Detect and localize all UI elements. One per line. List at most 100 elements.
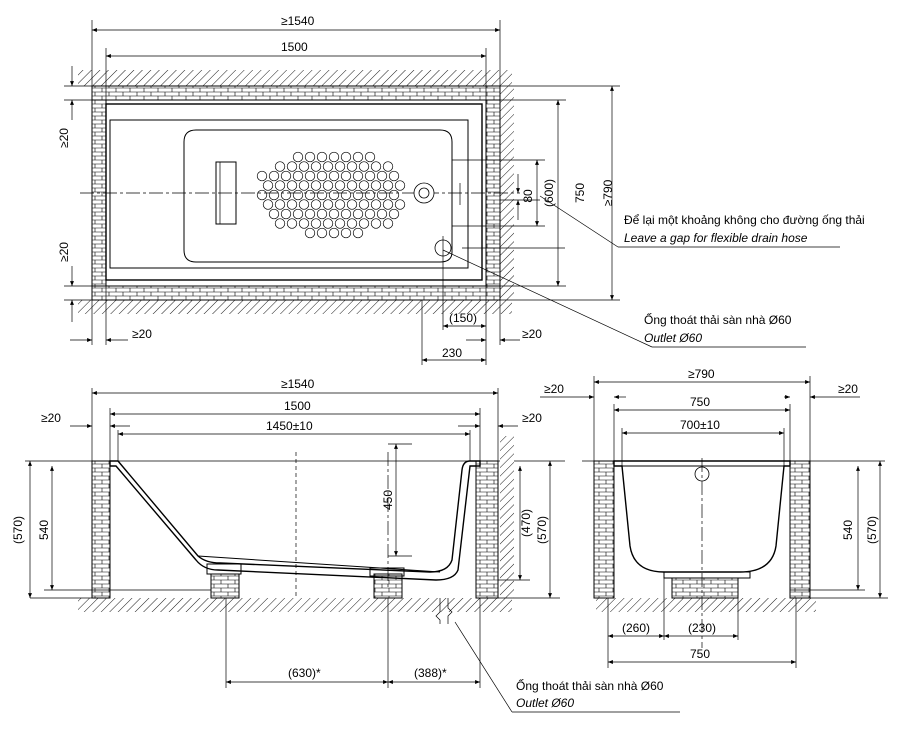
anti-slip-dot	[316, 189, 328, 201]
side-dim-450: 450	[381, 490, 395, 510]
anti-slip-dot	[274, 218, 286, 229]
anti-slip-dot	[280, 170, 292, 182]
anti-slip-dot	[370, 180, 382, 191]
side-wall-left	[91, 460, 111, 599]
end-dim-540: 540	[841, 520, 855, 540]
anti-slip-dot	[298, 180, 310, 191]
dim-side-gap-bottom: ≥20	[57, 242, 71, 262]
anti-slip-dot	[328, 170, 340, 182]
anti-slip-dot	[376, 170, 388, 182]
anti-slip-dot	[352, 189, 364, 201]
dim-drain-150: (150)	[449, 311, 477, 325]
note-gap-en: Leave a gap for flexible drain hose	[624, 231, 808, 245]
anti-slip-dot	[274, 180, 286, 191]
anti-slip-dot	[358, 218, 370, 229]
anti-slip-dot	[322, 218, 334, 229]
anti-slip-dot	[304, 208, 316, 220]
note-outlet-top-vi: Ống thoát thải sàn nhà Ø60	[644, 312, 792, 327]
anti-slip-dot	[370, 161, 382, 172]
anti-slip-dot	[322, 161, 334, 172]
anti-slip-dot	[364, 189, 376, 201]
anti-slip-dot	[370, 218, 382, 229]
side-dim-foot-630: (630)*	[288, 666, 321, 680]
anti-slip-dot	[382, 180, 394, 191]
anti-slip-dot	[394, 199, 406, 210]
anti-slip-dot	[292, 151, 304, 163]
anti-slip-dot	[274, 199, 286, 210]
dim-790: ≥790	[601, 179, 615, 206]
anti-slip-dot	[340, 151, 352, 163]
side-dim-foot-388: (388)*	[414, 666, 447, 680]
dim-gap-left: ≥20	[132, 327, 152, 341]
side-dim-570-right: (570)	[535, 516, 549, 544]
side-dim-tub-width: 1500	[284, 399, 311, 413]
wall-top	[91, 85, 501, 101]
anti-slip-dot	[328, 227, 340, 239]
anti-slip-dot	[310, 161, 322, 172]
anti-slip-dot	[286, 218, 298, 229]
anti-slip-dot	[322, 180, 334, 191]
anti-slip-dot	[346, 161, 358, 172]
dim-tub-width: 1500	[281, 40, 308, 54]
anti-slip-dot	[382, 161, 394, 172]
end-dim-total-width: ≥790	[688, 367, 715, 381]
end-wall-left	[593, 460, 615, 599]
anti-slip-dot	[322, 199, 334, 210]
anti-slip-dot	[394, 180, 406, 191]
anti-slip-dot	[388, 208, 400, 220]
anti-slip-dot	[304, 189, 316, 201]
anti-slip-dot	[268, 189, 280, 201]
side-view: Ống thoát thải sàn nhà Ø60 Outlet Ø60 ≥1…	[11, 377, 680, 713]
anti-slip-dot	[262, 199, 274, 210]
anti-slip-dot	[328, 189, 340, 201]
anti-slip-dot	[388, 189, 400, 201]
anti-slip-dot	[310, 199, 322, 210]
anti-slip-dot	[310, 180, 322, 191]
dim-80: 80	[521, 189, 535, 203]
anti-slip-dot	[256, 170, 268, 182]
anti-slip-dot	[382, 199, 394, 210]
anti-slip-dot	[352, 227, 364, 239]
anti-slip-dot	[298, 161, 310, 172]
anti-slip-dot	[328, 208, 340, 220]
anti-slip-dot	[280, 189, 292, 201]
dim-600: (600)	[542, 179, 556, 207]
side-dim-540-left: 540	[37, 520, 51, 540]
anti-slip-dot	[334, 199, 346, 210]
side-dim-total-width: ≥1540	[281, 377, 315, 391]
anti-slip-dot	[370, 199, 382, 210]
anti-slip-dot	[286, 180, 298, 191]
tub-rim-plan	[105, 103, 483, 281]
end-wall-right	[789, 460, 811, 599]
anti-slip-dot	[334, 161, 346, 172]
anti-slip-dot	[364, 151, 376, 163]
anti-slip-dot	[364, 208, 376, 220]
anti-slip-dot	[298, 199, 310, 210]
anti-slip-dot	[328, 151, 340, 163]
anti-slip-dot	[316, 227, 328, 239]
anti-slip-dot	[346, 199, 358, 210]
dim-drain-230: 230	[442, 346, 462, 360]
anti-slip-dot	[334, 218, 346, 229]
anti-slip-dot	[304, 227, 316, 239]
end-dim-tub-width: 750	[690, 395, 710, 409]
anti-slip-dot	[316, 170, 328, 182]
side-dim-inner-width: 1450±10	[266, 419, 313, 433]
anti-slip-dot	[376, 208, 388, 220]
note-outlet-top-en: Outlet Ø60	[644, 331, 702, 345]
anti-slip-dot	[268, 208, 280, 220]
anti-slip-dot	[268, 170, 280, 182]
anti-slip-dot	[340, 208, 352, 220]
anti-slip-dot	[292, 189, 304, 201]
anti-slip-dot	[292, 208, 304, 220]
anti-slip-dot	[274, 161, 286, 172]
anti-slip-dot	[280, 208, 292, 220]
dim-total-width: ≥1540	[281, 14, 315, 28]
wall-bottom	[91, 285, 501, 301]
anti-slip-pattern	[256, 151, 406, 239]
end-dim-230: (230)	[688, 621, 716, 635]
note-outlet-side-en: Outlet Ø60	[516, 696, 574, 710]
anti-slip-dot	[304, 151, 316, 163]
anti-slip-dot	[316, 151, 328, 163]
